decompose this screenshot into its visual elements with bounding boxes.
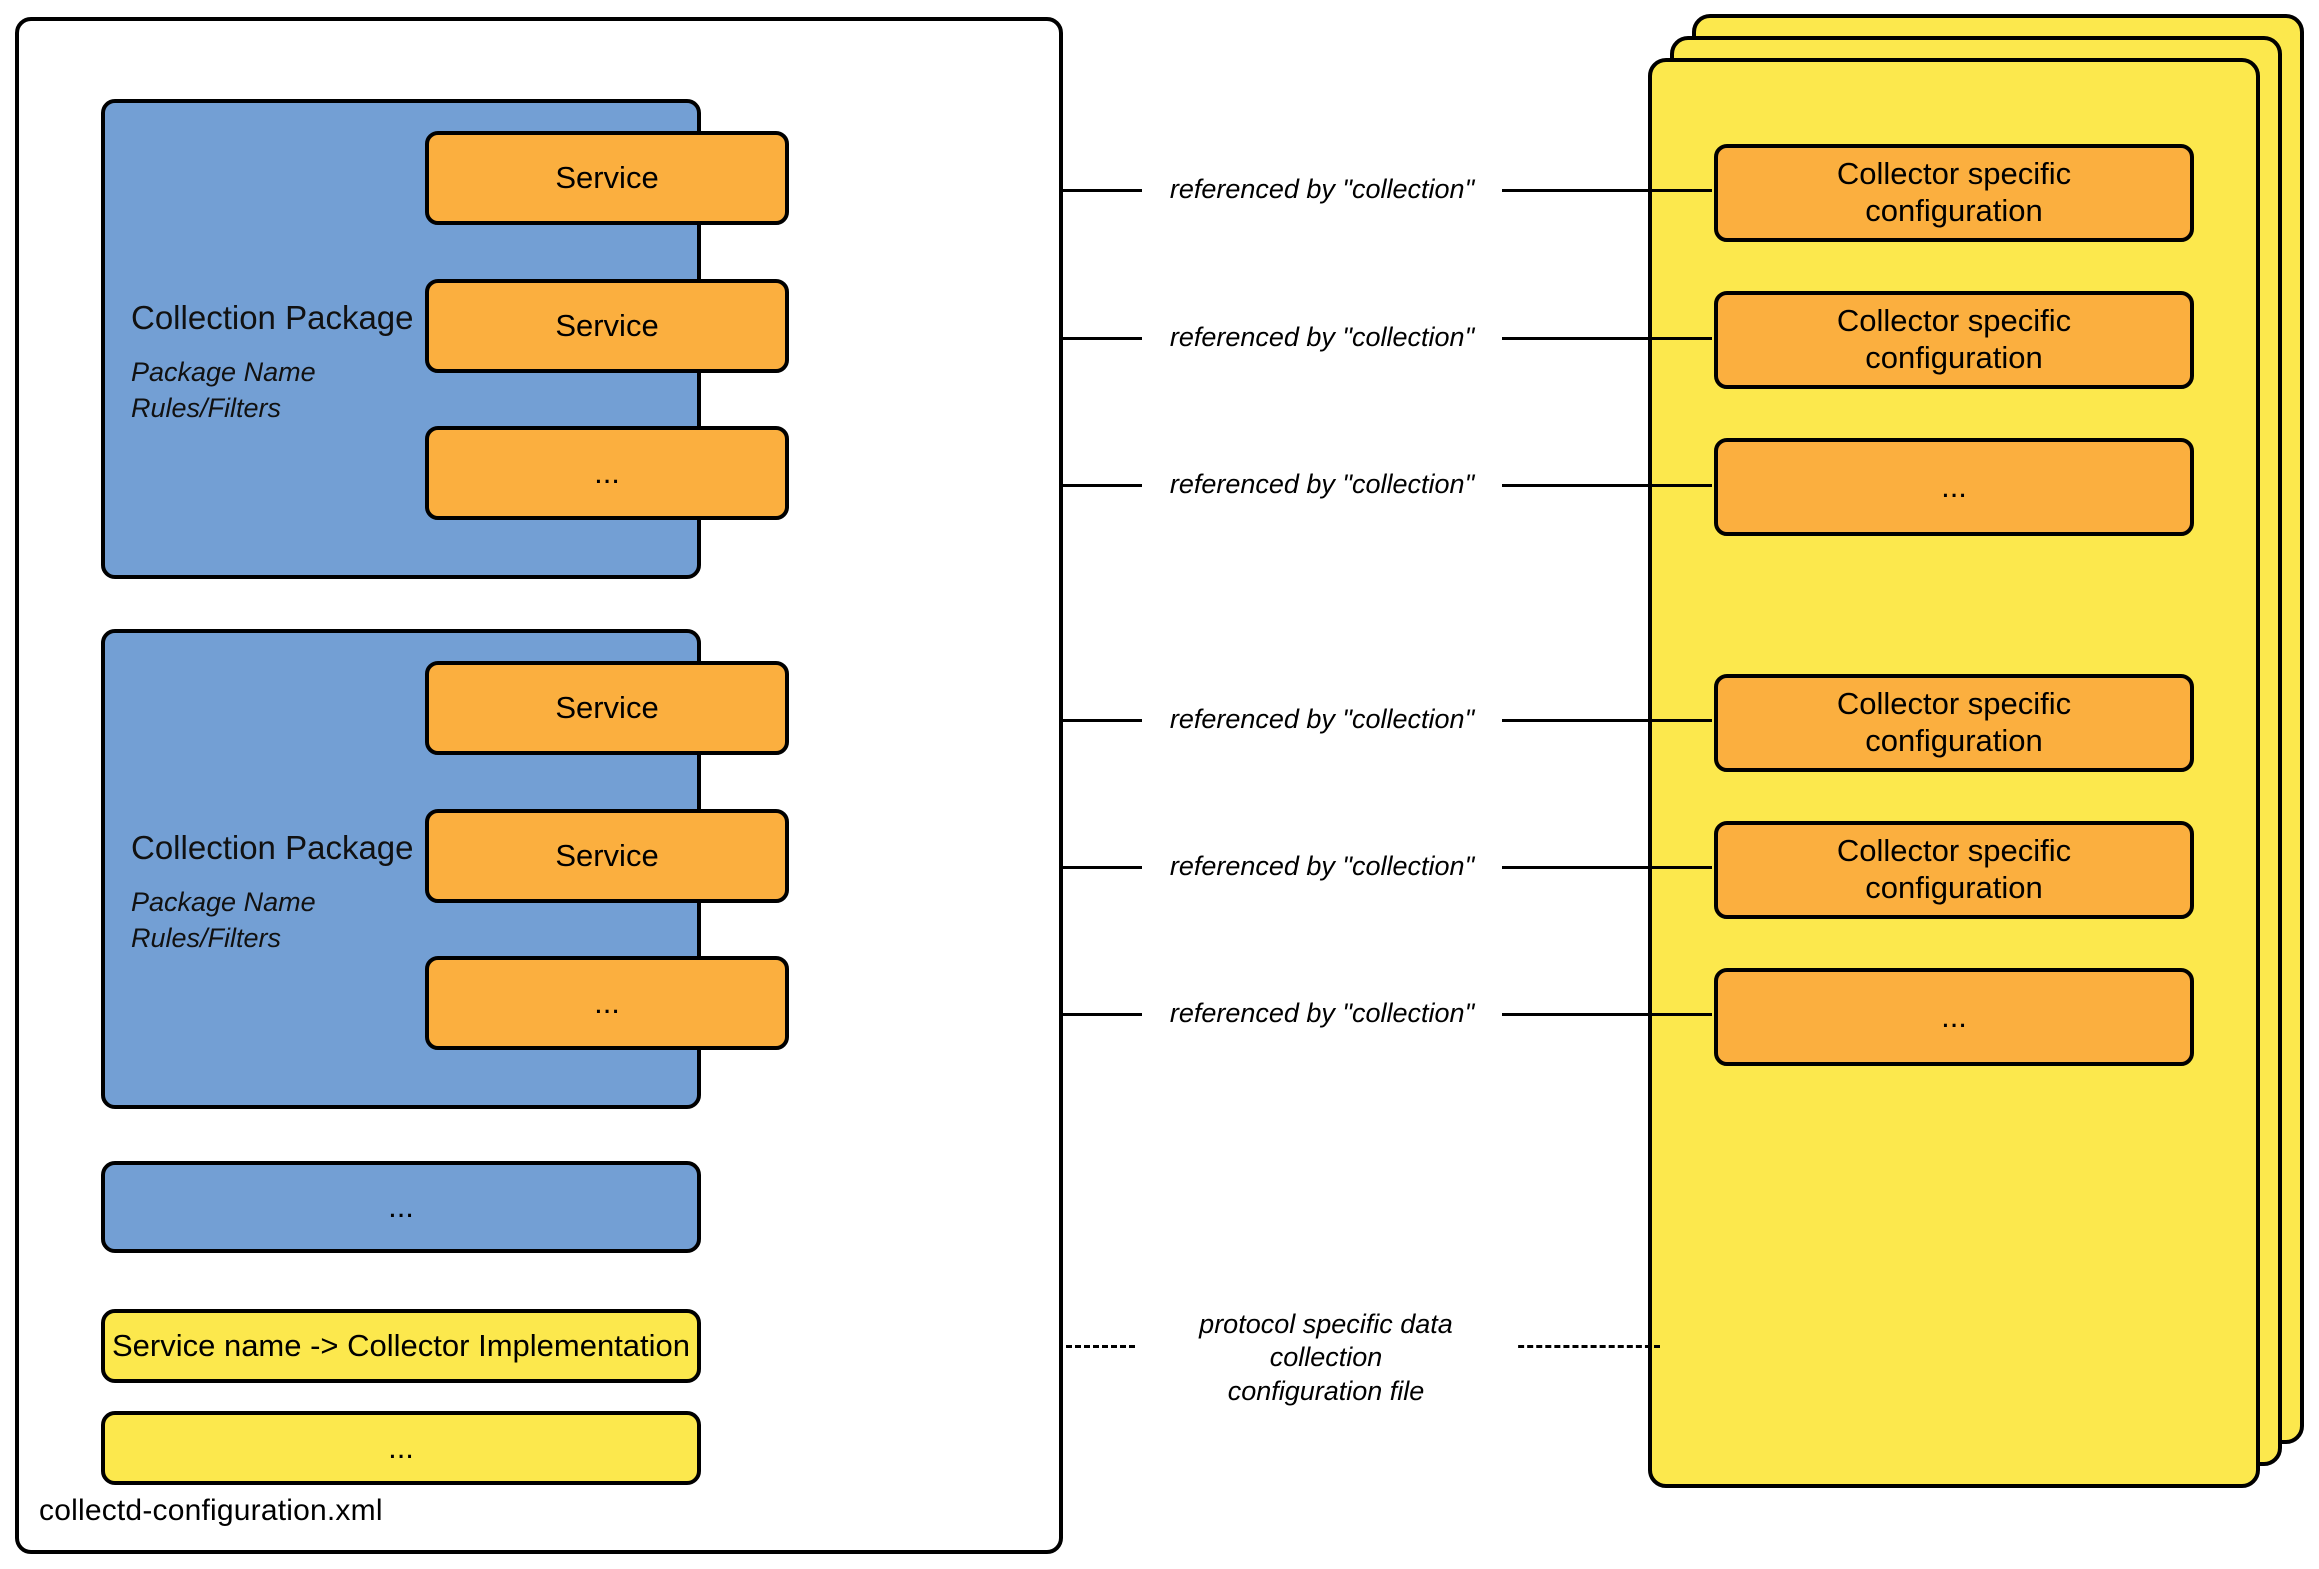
service-box[interactable]: Service <box>425 279 789 373</box>
service-collector-mapping-ellipsis-label: ... <box>388 1429 414 1465</box>
collection-package-subtitle: Package Name Rules/Filters <box>131 357 316 423</box>
connector-label-referenced-by-1: referenced by "collection" <box>1142 173 1502 207</box>
xml-filename-label: collectd-configuration.xml <box>39 1494 383 1527</box>
connector-line-right-1 <box>1490 189 1712 192</box>
collector-config-box[interactable]: Collector specific configuration <box>1714 291 2194 389</box>
service-collector-mapping-ellipsis-row[interactable]: ... <box>101 1411 701 1485</box>
connector-label-referenced-by-4: referenced by "collection" <box>1142 703 1502 737</box>
collector-config-box[interactable]: ... <box>1714 968 2194 1066</box>
connector-line-right-2 <box>1490 337 1712 340</box>
connector-line-right-3 <box>1490 484 1712 487</box>
connector-label-protocol-file: protocol specific data collection config… <box>1135 1308 1517 1409</box>
connector-dashed-right <box>1500 1345 1660 1348</box>
service-collector-mapping-label: Service name -> Collector Implementation <box>111 1327 691 1363</box>
service-box[interactable]: ... <box>425 426 789 520</box>
collection-package-ellipsis-card[interactable]: ... <box>101 1161 701 1253</box>
collectd-configuration-xml-container[interactable]: Collection Package Package Name Rules/Fi… <box>15 17 1063 1554</box>
service-label: Service <box>555 159 659 195</box>
service-label: Service <box>555 837 659 873</box>
collector-config-box[interactable]: ... <box>1714 438 2194 536</box>
collector-config-box[interactable]: Collector specific configuration <box>1714 674 2194 772</box>
connector-label-referenced-by-6: referenced by "collection" <box>1142 997 1502 1031</box>
collection-package-ellipsis-label: ... <box>388 1188 414 1224</box>
collector-config-box[interactable]: Collector specific configuration <box>1714 821 2194 919</box>
service-label: Service <box>555 689 659 725</box>
service-label: ... <box>594 984 620 1020</box>
collector-config-label: Collector specific configuration <box>1836 303 2072 375</box>
collector-config-box[interactable]: Collector specific configuration <box>1714 144 2194 242</box>
collector-config-label: Collector specific configuration <box>1836 686 2072 758</box>
connector-label-referenced-by-2: referenced by "collection" <box>1142 321 1502 355</box>
collection-package-title: Collection Package <box>131 829 414 866</box>
service-box[interactable]: ... <box>425 956 789 1050</box>
connector-line-right-5 <box>1490 866 1712 869</box>
collector-config-label: ... <box>1941 468 1967 504</box>
config-file-card-front[interactable]: Collector specific configuration Collect… <box>1648 58 2260 1488</box>
service-label: ... <box>594 454 620 490</box>
collector-config-label: Collector specific configuration <box>1836 833 2072 905</box>
service-box[interactable]: Service <box>425 809 789 903</box>
collection-package-card[interactable]: Collection Package Package Name Rules/Fi… <box>101 99 789 579</box>
collector-config-label: Collector specific configuration <box>1836 156 2072 228</box>
service-box[interactable]: Service <box>425 661 789 755</box>
connector-line-right-4 <box>1490 719 1712 722</box>
collection-package-card[interactable]: Collection Package Package Name Rules/Fi… <box>101 629 789 1109</box>
service-box[interactable]: Service <box>425 131 789 225</box>
connector-line-right-6 <box>1490 1013 1712 1016</box>
collection-package-subtitle: Package Name Rules/Filters <box>131 887 316 953</box>
connector-label-referenced-by-5: referenced by "collection" <box>1142 850 1502 884</box>
collection-package-title: Collection Package <box>131 299 414 336</box>
service-label: Service <box>555 307 659 343</box>
collector-config-label: ... <box>1941 998 1967 1034</box>
connector-label-referenced-by-3: referenced by "collection" <box>1142 468 1502 502</box>
service-collector-mapping-row[interactable]: Service name -> Collector Implementation <box>101 1309 701 1383</box>
